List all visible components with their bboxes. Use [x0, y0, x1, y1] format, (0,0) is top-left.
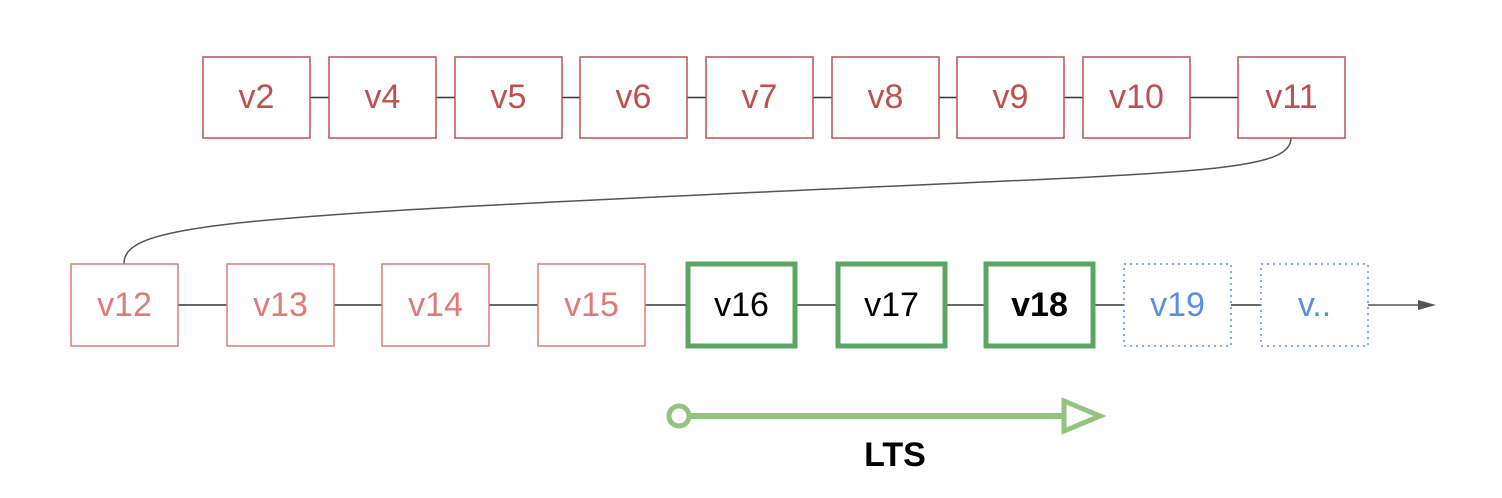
version-box	[70, 263, 179, 347]
version-box	[835, 261, 948, 349]
timeline-arrow-head-icon	[1418, 300, 1436, 310]
version-box	[1237, 56, 1346, 139]
version-box	[685, 261, 798, 349]
version-box	[1260, 263, 1369, 347]
version-box	[328, 56, 437, 139]
lts-start-circle-icon	[666, 403, 692, 429]
version-box	[831, 56, 940, 139]
version-box	[202, 56, 311, 139]
version-box	[454, 56, 563, 139]
version-box	[381, 263, 490, 347]
version-box	[537, 263, 646, 347]
version-box	[1082, 56, 1191, 139]
lts-arrow-head-icon	[1061, 397, 1107, 435]
version-box	[983, 261, 1096, 349]
row-wrap-connector	[123, 137, 1292, 265]
version-box	[579, 56, 688, 139]
version-box	[705, 56, 814, 139]
version-box	[226, 263, 335, 347]
version-box	[1123, 263, 1232, 347]
lts-label: LTS	[864, 436, 926, 474]
version-box	[956, 56, 1065, 139]
